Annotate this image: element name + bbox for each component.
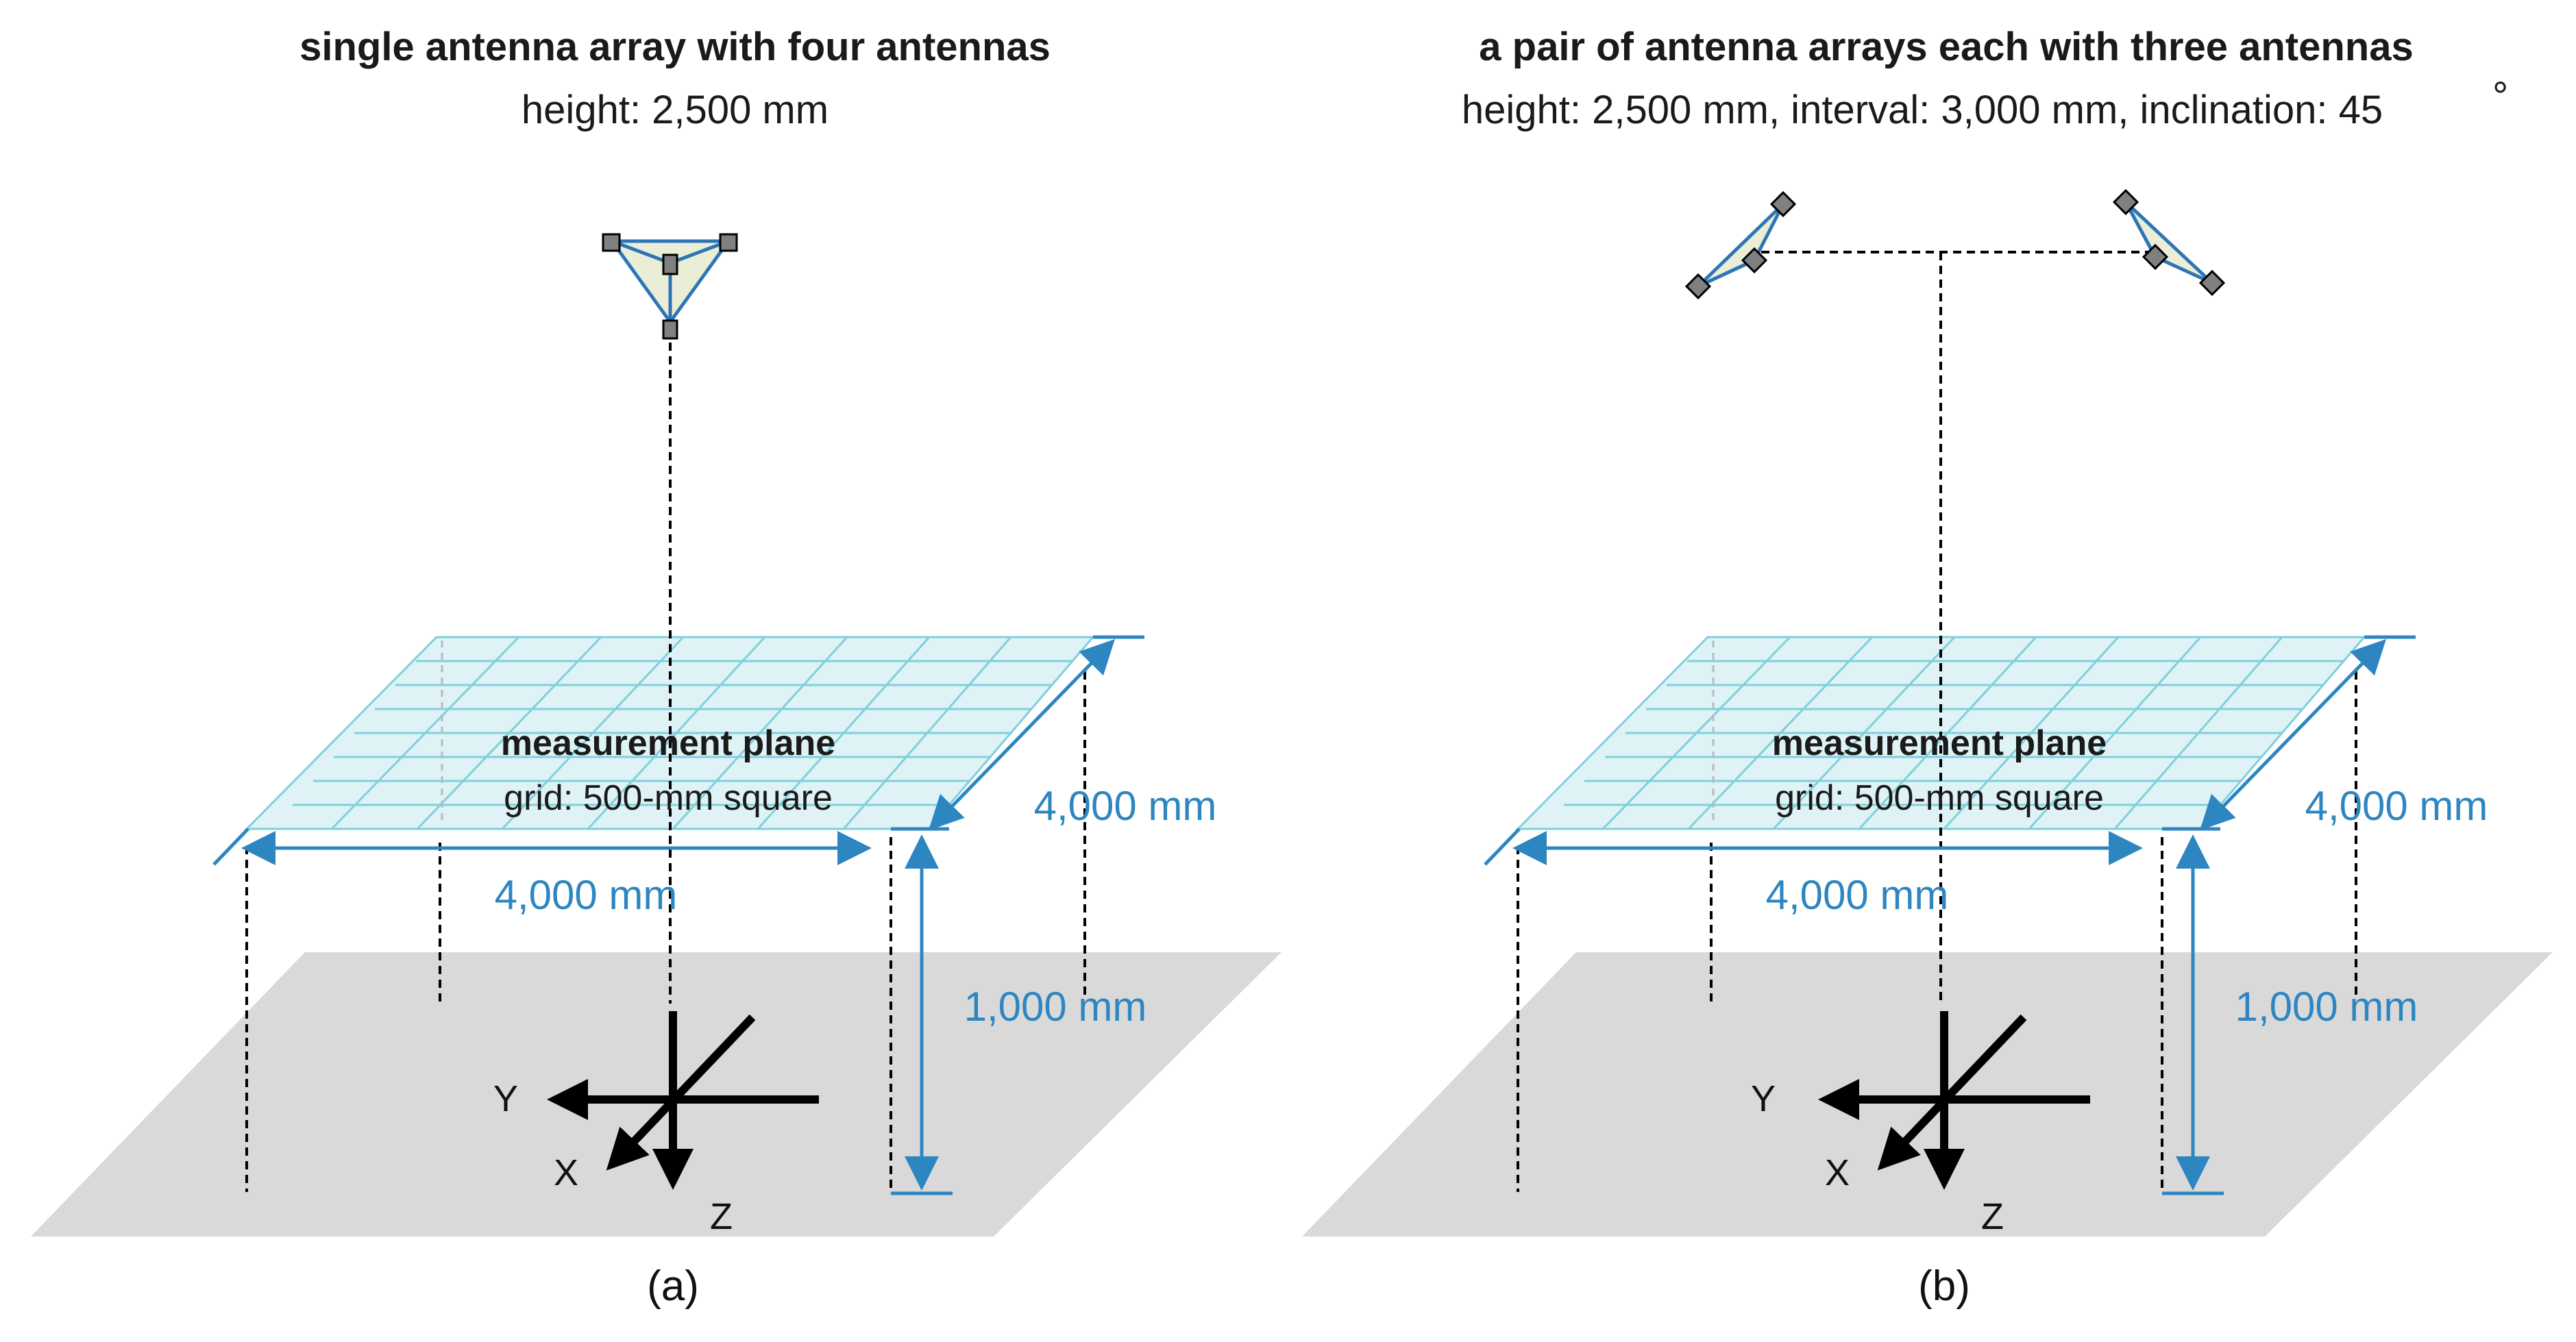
antenna-element [1741, 247, 1768, 274]
panel-b-dim-depth: 4,000 mm [2305, 783, 2488, 829]
panel-a-plane-grid: grid: 500-mm square [504, 778, 833, 818]
panel-b-title: a pair of antenna arrays each with three… [1479, 25, 2413, 69]
antenna-array-right [2112, 188, 2226, 297]
antenna-element [2198, 269, 2226, 297]
coordinate-axes [1818, 1011, 2090, 1190]
dimension-lines [1484, 635, 2416, 1195]
panel-b-degree-symbol: ° [2492, 74, 2508, 119]
panel-b-dim-width: 4,000 mm [1766, 872, 1949, 918]
panel-a-dim-height: 1,000 mm [964, 984, 1147, 1030]
panel-a-dim-width: 4,000 mm [495, 872, 678, 918]
antenna-element [662, 253, 678, 275]
panel-a-axis-y: Y [493, 1078, 518, 1119]
floor-plane [31, 952, 1281, 1237]
antenna-element [2142, 243, 2169, 271]
panel-b-axis-x: X [1825, 1152, 1850, 1193]
antenna-element [2112, 188, 2139, 216]
panel-b-caption: (b) [1918, 1263, 1970, 1310]
panel-a-dim-depth: 4,000 mm [1034, 783, 1217, 829]
panel-a-title: single antenna array with four antennas [299, 25, 1051, 69]
panel-b-plane-grid: grid: 500-mm square [1775, 778, 2104, 818]
panel-a-axis-x: X [554, 1152, 578, 1193]
panel-b: a pair of antenna arrays each with three… [1302, 25, 2553, 1310]
antenna-element [1684, 273, 1712, 300]
antenna-element [1769, 190, 1797, 218]
dimension-lines [212, 635, 1144, 1195]
panel-a-axis-z: Z [710, 1196, 733, 1237]
panel-a-subtitle: height: 2,500 mm [522, 88, 829, 132]
panel-b-subtitle: height: 2,500 mm, interval: 3,000 mm, in… [1462, 88, 2383, 132]
panel-b-dim-height: 1,000 mm [2235, 984, 2418, 1030]
panel-a: single antenna array with four antennas … [31, 25, 1281, 1310]
antenna-array-left [1684, 190, 1797, 300]
floor-plane [1302, 952, 2553, 1237]
panel-a-plane-title: measurement plane [501, 723, 835, 763]
antenna-mast [1761, 251, 2152, 1004]
panel-b-axis-z: Z [1981, 1196, 2004, 1237]
coordinate-axes [547, 1011, 819, 1190]
antenna-element [719, 233, 738, 252]
panel-a-caption: (a) [647, 1263, 699, 1310]
panel-b-axis-y: Y [1751, 1078, 1776, 1119]
antenna-element [662, 319, 678, 340]
antenna-array-four [602, 233, 738, 340]
panel-b-plane-title: measurement plane [1772, 723, 2107, 763]
antenna-element [602, 233, 621, 252]
